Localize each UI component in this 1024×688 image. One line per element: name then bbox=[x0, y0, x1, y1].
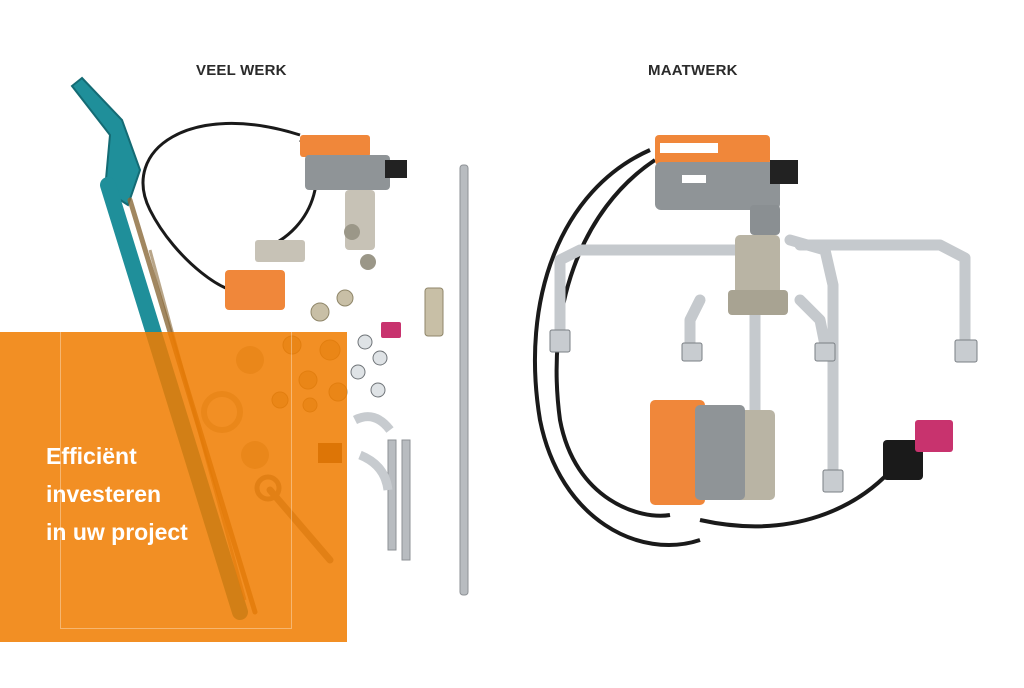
metal-nuts bbox=[350, 334, 388, 398]
valve-body bbox=[735, 235, 780, 295]
module-cable bbox=[532, 148, 701, 547]
short-pipe bbox=[387, 439, 397, 551]
actuator-top bbox=[300, 135, 407, 270]
tagline-line-1: Efficiënt bbox=[46, 443, 137, 469]
veel-werk-heading: VEEL WERK bbox=[196, 62, 287, 79]
pipe-frame bbox=[554, 234, 971, 476]
lower-actuator bbox=[650, 400, 745, 505]
actuator-middle bbox=[225, 240, 305, 310]
assembled-module-photo bbox=[532, 135, 978, 547]
actuator-label bbox=[660, 143, 718, 153]
tagline-line-2: investeren bbox=[46, 481, 162, 507]
banner-tagline: Efficiënt investeren in uw project bbox=[46, 437, 188, 551]
elbow-fitting-2 bbox=[358, 450, 393, 491]
actuator-cable bbox=[141, 121, 301, 293]
top-actuator bbox=[655, 135, 798, 235]
steel-rod bbox=[459, 164, 469, 596]
tagline-line-3: in uw project bbox=[46, 519, 188, 545]
elbow-fitting bbox=[352, 412, 394, 433]
orange-banner bbox=[0, 332, 347, 642]
module-cable-2 bbox=[554, 158, 671, 518]
pipe-nuts bbox=[549, 329, 978, 493]
short-pipe-2 bbox=[401, 439, 411, 561]
pink-connector bbox=[381, 322, 401, 338]
banner-frame bbox=[60, 332, 292, 629]
pink-plug bbox=[883, 420, 953, 480]
maatwerk-heading: MAATWERK bbox=[648, 62, 738, 79]
